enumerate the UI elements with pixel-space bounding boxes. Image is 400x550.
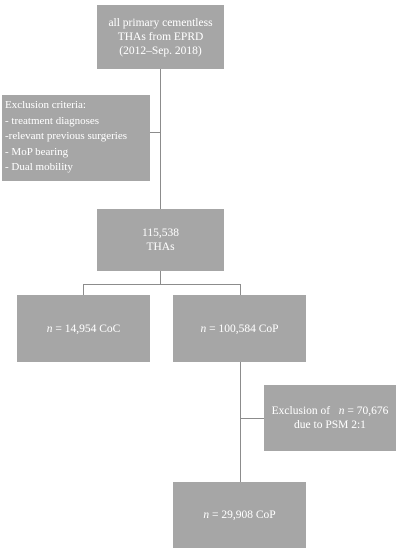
connector-top-to-total (160, 69, 161, 209)
node-matched-cop-group: n = 29,908 CoP (173, 482, 306, 548)
connector-exclusion-branch (150, 132, 160, 133)
node-exclusion-criteria: Exclusion criteria: - treatment diagnose… (2, 95, 150, 181)
node-top-line-3: (2012–Sep. 2018) (119, 45, 202, 57)
connector-cop1-to-cop2 (240, 362, 241, 482)
exclusion-item: -relevant previous surgeries (5, 130, 127, 142)
exclusion-item: - Dual mobility (5, 161, 73, 173)
node-psm-line-2: due to PSM 2:1 (294, 419, 366, 431)
psm-count: = 70,676 (344, 405, 389, 417)
node-cop-group: n = 100,584 CoP (173, 295, 306, 362)
node-matched-cop-value: = 29,908 CoP (209, 509, 276, 521)
node-coc-group: n = 14,954 CoC (17, 295, 150, 362)
node-psm-exclusion: Exclusion of n = 70,676 due to PSM 2:1 (264, 385, 396, 451)
node-total-label: THAs (146, 241, 175, 253)
node-total-thas: 115,538 THAs (97, 209, 224, 271)
node-coc-value: = 14,954 CoC (52, 322, 121, 335)
exclusion-item: - MoP bearing (5, 145, 69, 158)
n-symbol: n (200, 322, 207, 335)
node-total-count: 115,538 (142, 227, 179, 239)
node-top-line-1: all primary cementless (108, 17, 213, 29)
connector-to-cop1 (240, 284, 241, 295)
node-coc-text: n = 14,954 CoC (47, 322, 121, 336)
n-symbol: n (46, 322, 53, 335)
n-symbol: n (203, 509, 210, 521)
n-symbol: n (338, 405, 345, 417)
node-psm-line-1: Exclusion of n = 70,676 (272, 404, 389, 418)
connector-total-down (160, 271, 161, 284)
node-cop-text: n = 100,584 CoP (200, 322, 278, 336)
connector-psm-branch (240, 418, 264, 419)
exclusion-title: Exclusion criteria: (5, 99, 86, 111)
node-top-line-2: THAs from EPRD (117, 31, 204, 43)
node-all-primary-thas: all primary cementless THAs from EPRD (2… (97, 5, 224, 69)
connector-horizontal-split (83, 284, 240, 285)
node-cop-value: = 100,584 CoP (206, 322, 279, 335)
connector-to-coc (83, 284, 84, 295)
psm-prefix: Exclusion of (271, 405, 331, 417)
node-matched-cop-text: n = 29,908 CoP (203, 508, 275, 522)
exclusion-item: - treatment diagnoses (5, 114, 100, 127)
